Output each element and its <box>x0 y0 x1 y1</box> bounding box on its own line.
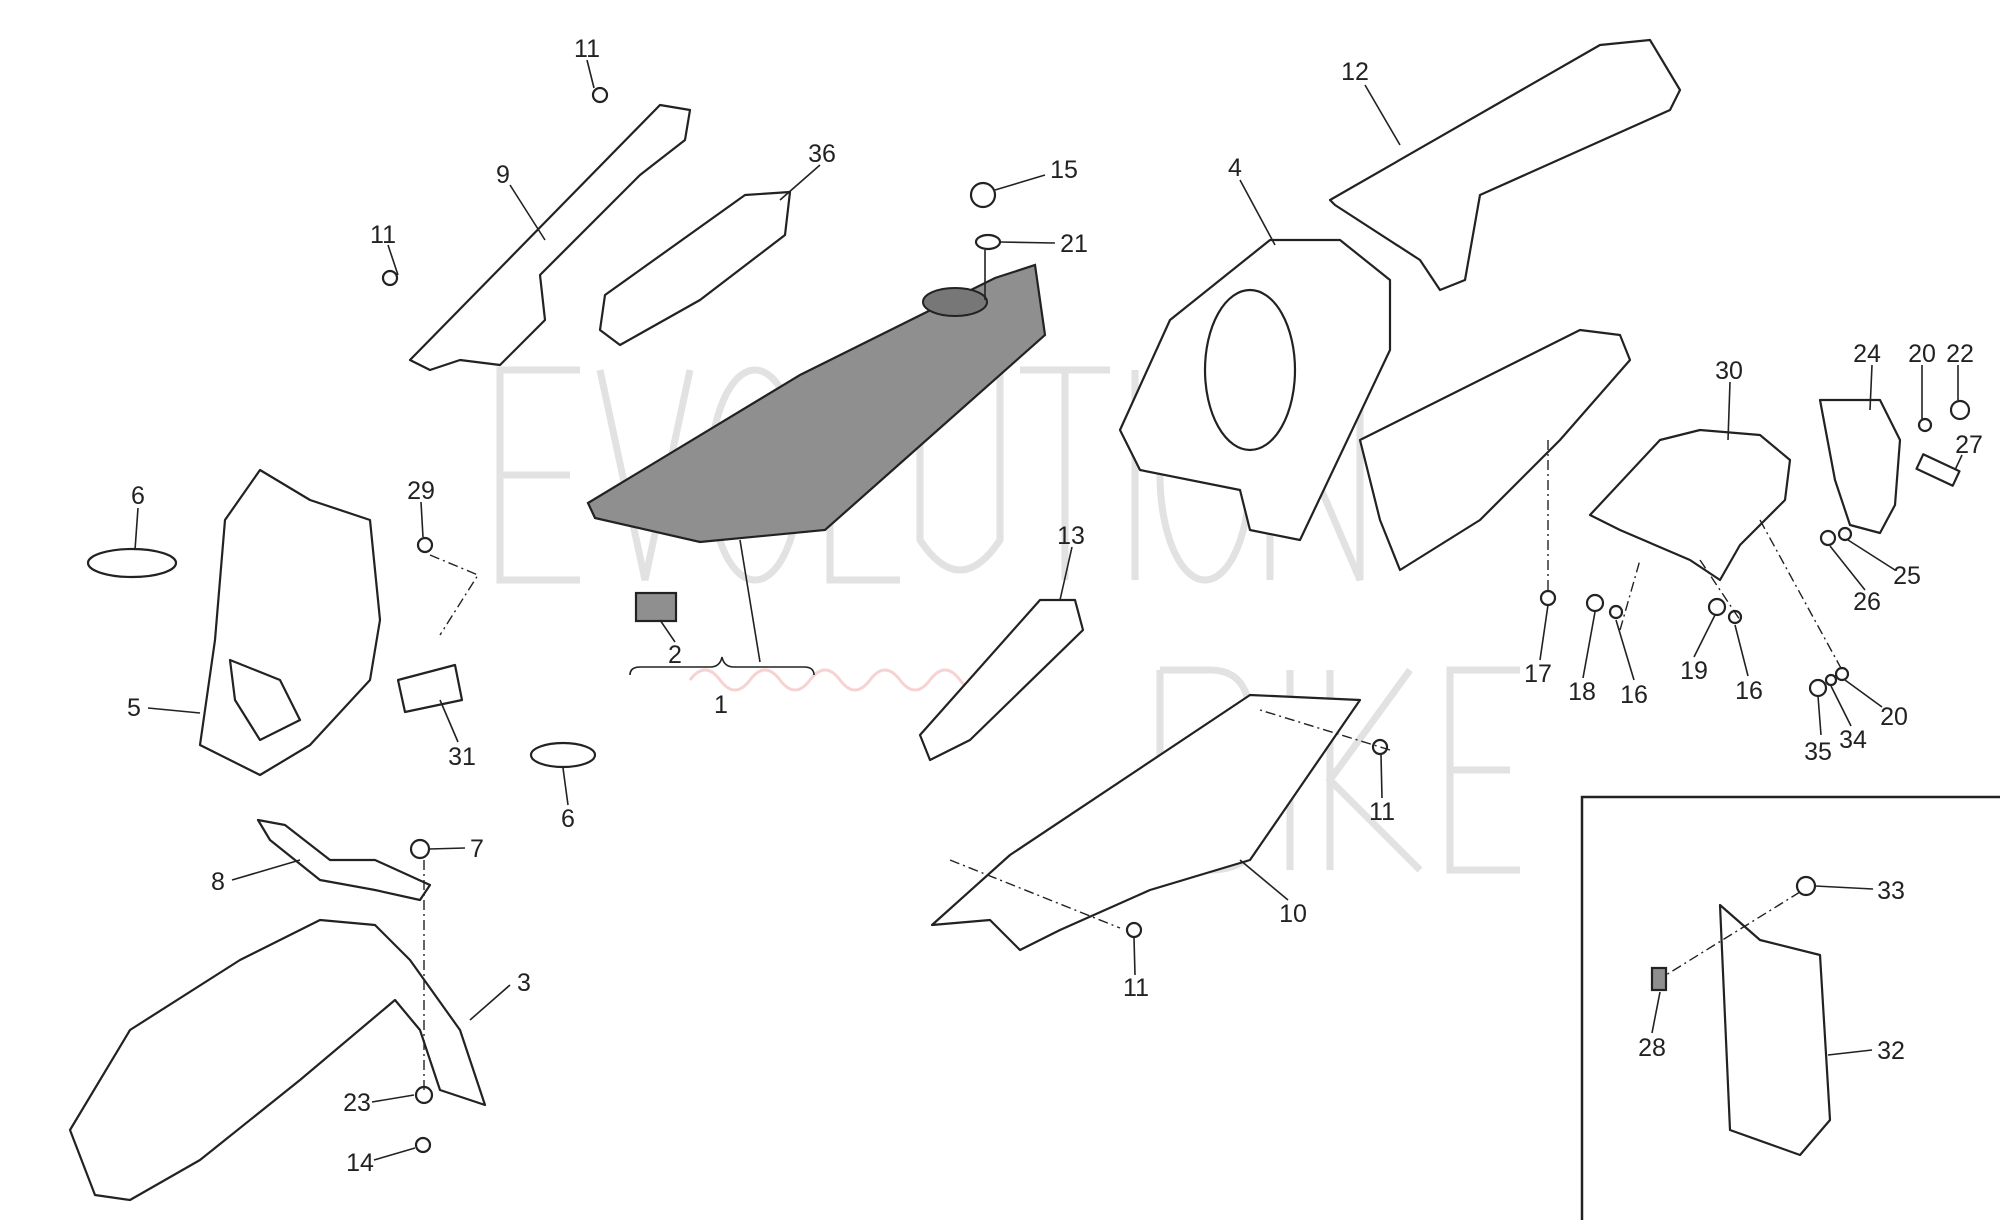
part-1-seat[interactable] <box>586 263 1047 544</box>
label: 33 <box>1877 877 1905 905</box>
label: 22 <box>1946 340 1974 368</box>
part-6-clamp <box>86 547 178 579</box>
part-28-nut <box>1650 966 1668 992</box>
label: 13 <box>1057 522 1085 550</box>
label: 27 <box>1955 431 1983 459</box>
part-15-ring <box>969 181 997 209</box>
label: 9 <box>496 161 510 189</box>
part-8-bracket <box>256 818 432 902</box>
inset-frame <box>1580 795 2000 1220</box>
label: 31 <box>448 743 476 771</box>
label: 2 <box>668 641 682 669</box>
label: 11 <box>1123 974 1149 1002</box>
callout-labels: 11 9 11 36 15 21 12 4 30 24 20 22 27 6 2… <box>127 35 1983 1177</box>
label: 32 <box>1877 1037 1905 1065</box>
part-5-headlight <box>198 468 382 777</box>
label: 24 <box>1853 340 1881 368</box>
label: 16 <box>1735 677 1763 705</box>
label: 17 <box>1524 660 1552 688</box>
part-6-clamp <box>529 741 597 769</box>
label: 14 <box>346 1149 374 1177</box>
part-24-plate <box>1818 398 1902 535</box>
rear-frame <box>1358 328 1632 572</box>
label: 36 <box>808 140 836 168</box>
label: 26 <box>1853 588 1881 616</box>
label: 20 <box>1880 703 1908 731</box>
label: 7 <box>470 835 484 863</box>
label: 16 <box>1620 681 1648 709</box>
seat-cap-hole <box>922 287 988 317</box>
part-3-front-fender <box>68 918 487 1202</box>
label: 6 <box>131 482 145 510</box>
label: 4 <box>1228 154 1242 182</box>
label: 6 <box>561 805 575 833</box>
leader-lines <box>134 59 1963 1161</box>
part-12-tail <box>1328 38 1682 292</box>
part-21-washer <box>974 233 1002 251</box>
label: 10 <box>1279 900 1307 928</box>
part-30-bracket[interactable] <box>1588 428 1792 582</box>
brace-1 <box>629 656 815 676</box>
label: 11 <box>574 35 600 63</box>
label: 5 <box>127 694 141 722</box>
label: 28 <box>1638 1034 1666 1062</box>
part-2-block <box>634 591 678 623</box>
part-7-grommet <box>409 838 431 860</box>
label: 15 <box>1050 156 1078 184</box>
label: 1 <box>714 691 728 719</box>
label: 3 <box>517 969 531 997</box>
label: 23 <box>343 1089 371 1117</box>
headlight-lens <box>228 658 302 742</box>
label: 12 <box>1341 58 1369 86</box>
label: 21 <box>1060 230 1088 258</box>
fender-inner <box>1203 288 1297 452</box>
part-9-guard <box>408 103 692 372</box>
part-36-panel <box>598 190 792 347</box>
label: 19 <box>1680 657 1708 685</box>
label: 25 <box>1893 562 1921 590</box>
part-27-reflector <box>1915 453 1961 487</box>
label: 11 <box>1369 798 1395 826</box>
part-32-mudflap <box>1718 903 1832 1157</box>
inset-assembly-line <box>1665 891 1801 976</box>
part-13-panel <box>918 598 1085 762</box>
label: 18 <box>1568 678 1596 706</box>
part-10-side-cover <box>930 693 1362 952</box>
label: 34 <box>1839 726 1867 754</box>
assembly-lines <box>423 440 1843 1090</box>
label: 20 <box>1908 340 1936 368</box>
label: 11 <box>370 221 396 249</box>
fasteners-left <box>381 86 1389 1154</box>
label: 29 <box>407 477 435 505</box>
label: 35 <box>1804 738 1832 766</box>
part-31-tab <box>396 663 464 714</box>
fasteners-right <box>1539 399 1971 698</box>
label: 8 <box>211 868 225 896</box>
label: 30 <box>1715 357 1743 385</box>
